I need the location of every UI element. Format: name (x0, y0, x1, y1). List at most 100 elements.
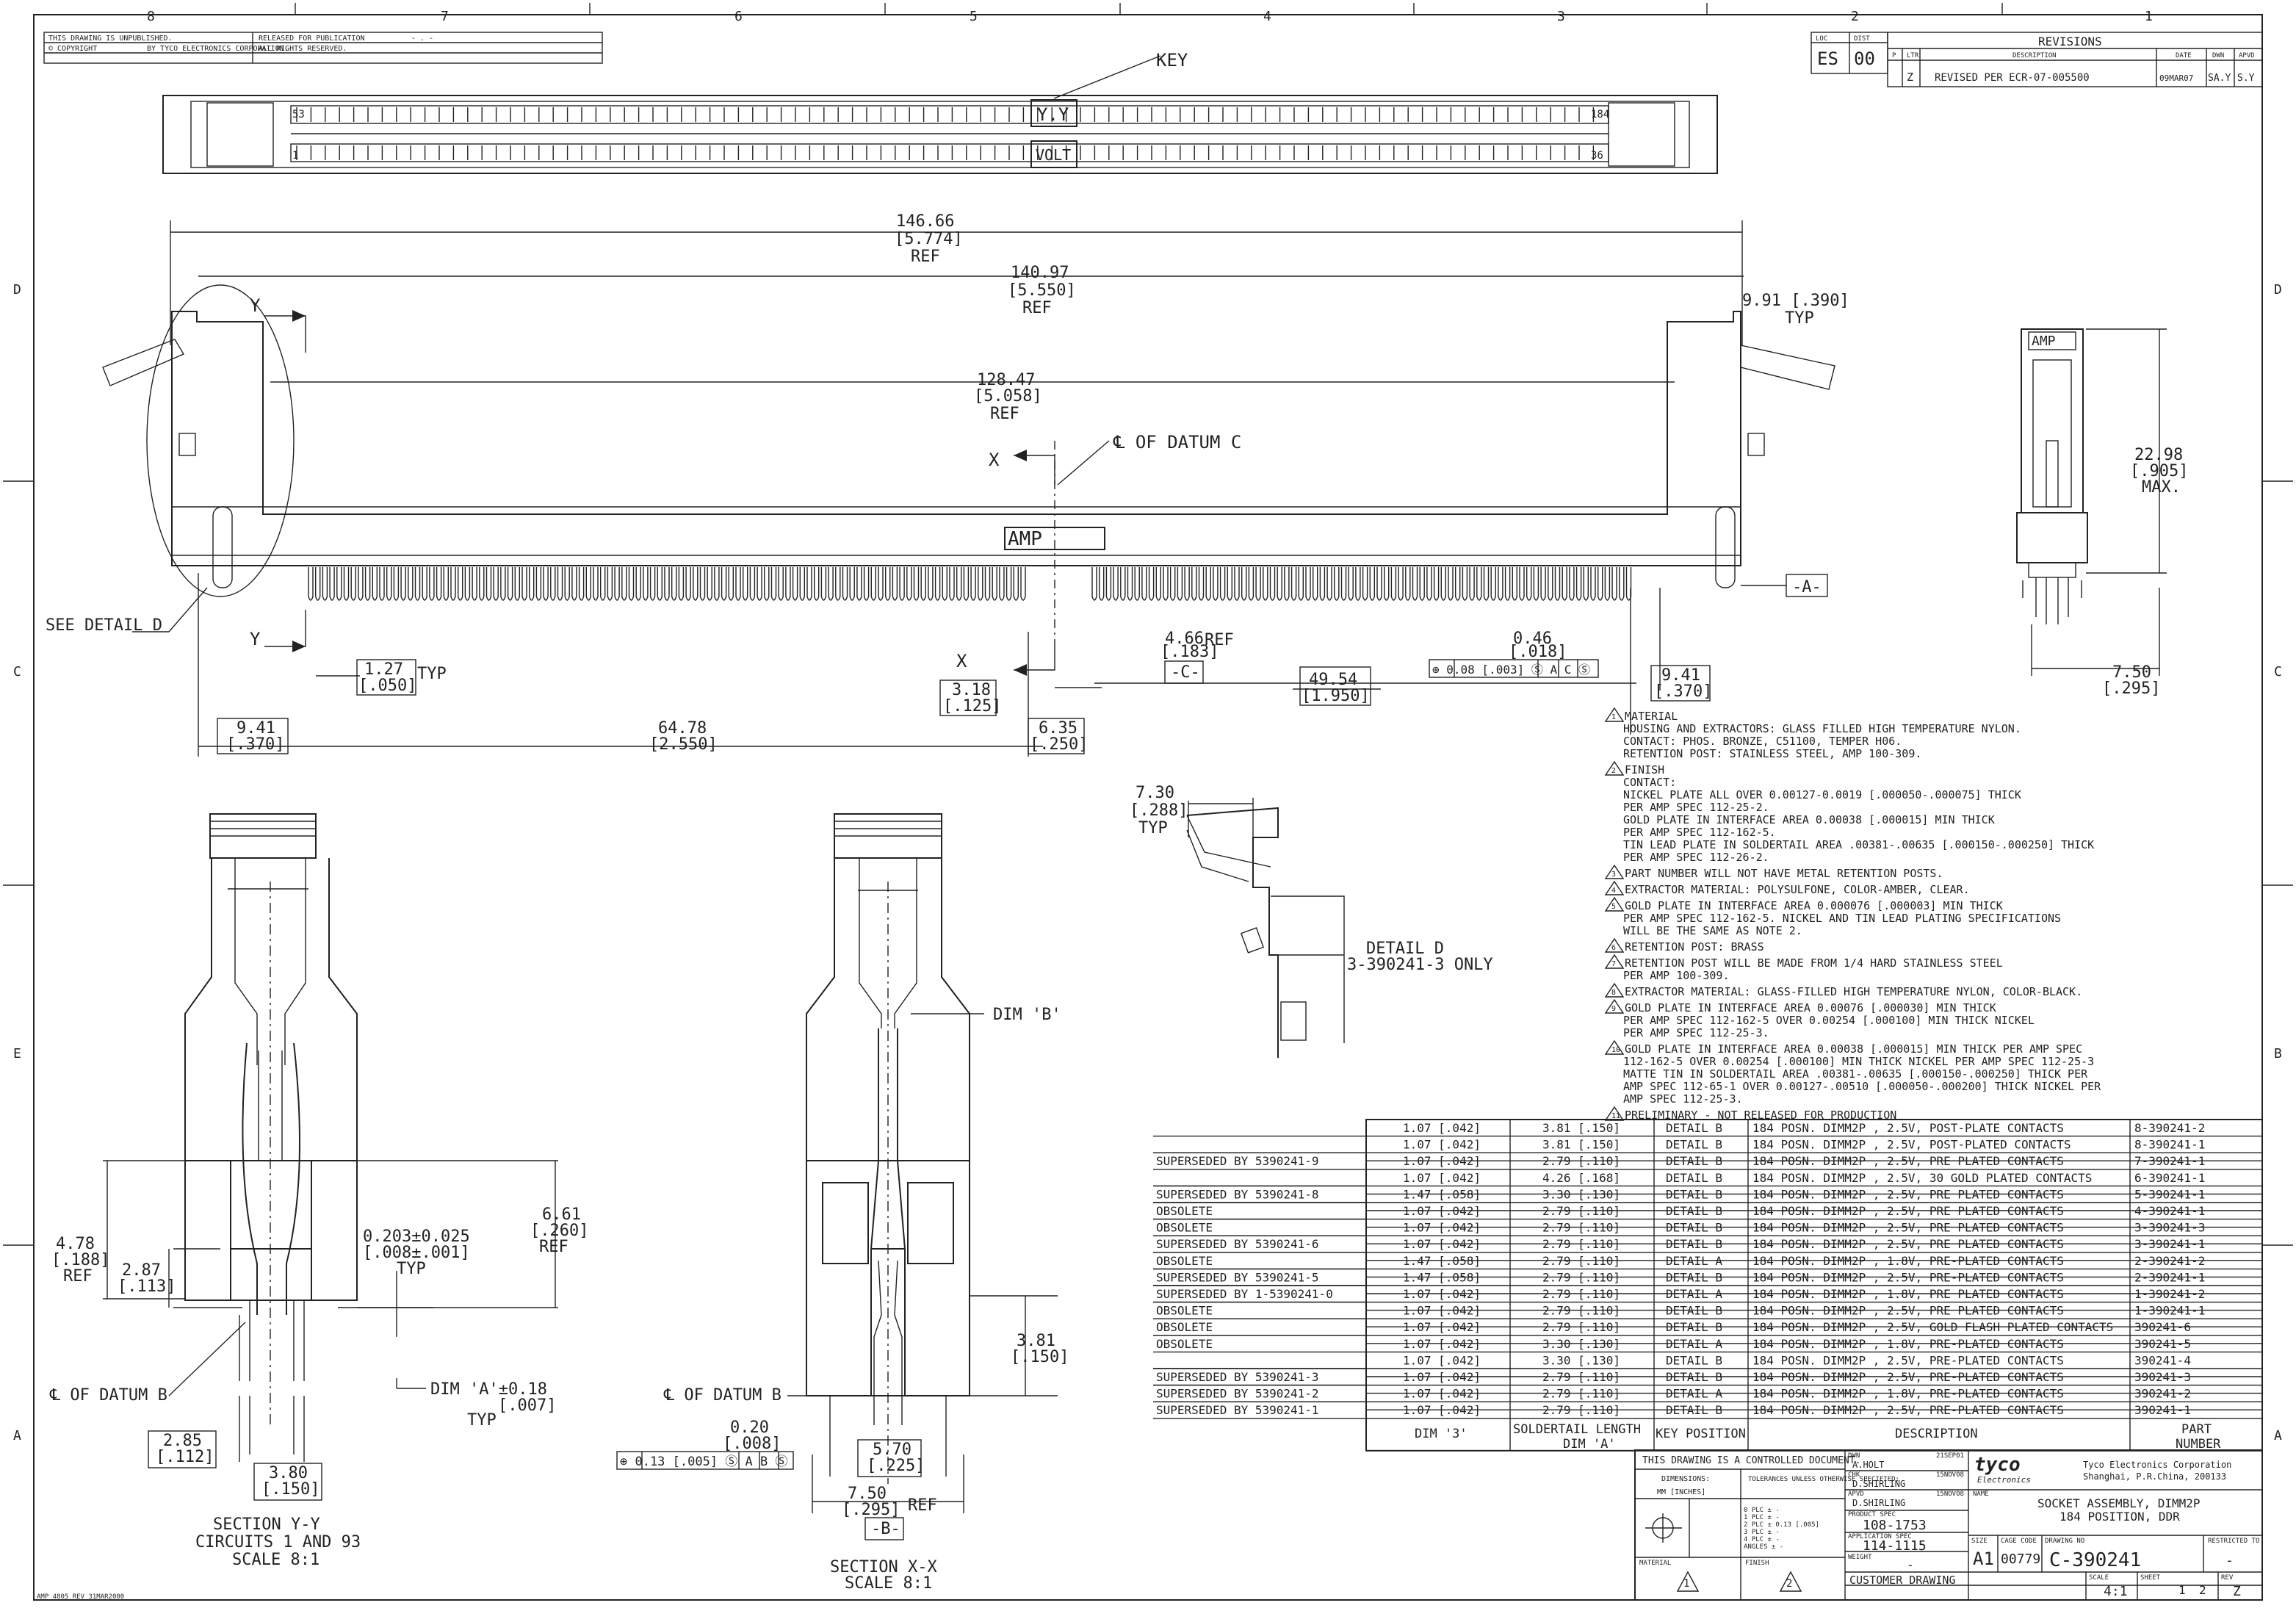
soldertail (1340, 567, 1347, 601)
soldertail (1526, 567, 1532, 601)
volt-label: VOLT (1036, 146, 1071, 164)
soldertail (743, 567, 748, 601)
table-header: DIM 'A' (1563, 1437, 1616, 1452)
released-text: RELEASED FOR PUBLICATION (259, 35, 365, 43)
revision-block: LOC DIST ES 00 REVISIONS P LTR DESCRIPTI… (1811, 32, 2263, 87)
svg-text:TYP: TYP (417, 665, 447, 683)
section-y-y-text: 4.78 [.188] REF 2.87 [.113] 0.203±0.025 … (49, 1205, 588, 1569)
svg-text:SCALE 8:1: SCALE 8:1 (232, 1551, 320, 1569)
connector-front-view: AMP (102, 220, 1835, 757)
soldertail (1384, 567, 1390, 601)
svg-text:APVD: APVD (1848, 1491, 1864, 1498)
svg-text:CAGE CODE: CAGE CODE (2001, 1538, 2037, 1545)
soldertail (1462, 567, 1468, 601)
note-line: NICKEL PLATE ALL OVER 0.00127-0.0019 [.0… (1623, 788, 2021, 801)
soldertail (820, 567, 827, 601)
soldertail (1290, 567, 1297, 601)
soldertail (1498, 567, 1503, 601)
note-line: MATTE TIN IN SOLDERTAIL AREA .00381-.006… (1623, 1067, 2088, 1081)
connector-side-view: AMP 22.98 [.905] MAX. 7.50 [.295] (2016, 328, 2188, 698)
col-label: 8 (147, 9, 155, 24)
soldertail (1006, 567, 1012, 601)
note-line: EXTRACTOR MATERIAL: POLYSULFONE, COLOR-A… (1625, 883, 1970, 896)
note-line: CONTACT: PHOS. BRONZE, C51100, TEMPER H0… (1623, 735, 1902, 748)
svg-text:[1.950]: [1.950] (1302, 687, 1370, 705)
soldertail (956, 567, 962, 601)
note-line: GOLD PLATE IN INTERFACE AREA 0.000076 [.… (1625, 899, 2003, 912)
table-dima: 3.30 [.130] (1542, 1353, 1620, 1367)
soldertail (1170, 567, 1176, 601)
note-flag-icon (1604, 896, 1625, 912)
note-line: GOLD PLATE IN INTERFACE AREA 0.00076 [.0… (1625, 1001, 1996, 1014)
svg-text:REV: REV (2221, 1574, 2234, 1582)
col-label: 1 (2145, 9, 2153, 24)
pin-1: 1 (292, 150, 298, 162)
svg-text:9.91 [.390]: 9.91 [.390] (1742, 292, 1849, 310)
svg-text:15NOV08: 15NOV08 (1936, 1491, 1964, 1498)
table-note: SUPERSEDED BY 1-5390241-0 (1156, 1287, 1333, 1301)
svg-text:[.050]: [.050] (358, 677, 416, 695)
soldertail (707, 567, 712, 601)
soldertail (1533, 567, 1539, 601)
soldertail (414, 567, 421, 601)
svg-text:[.183]: [.183] (1160, 643, 1219, 661)
svg-text:SCALE: SCALE (2089, 1574, 2109, 1582)
table-key: DETAIL B (1666, 1138, 1722, 1152)
soldertail (1440, 567, 1446, 601)
row-label: E (13, 1046, 21, 1061)
svg-text:DATE: DATE (2176, 52, 2192, 60)
table-note: SUPERSEDED BY 5390241-3 (1156, 1370, 1319, 1384)
soldertail (1512, 567, 1517, 601)
soldertail (643, 567, 649, 601)
table-note: OBSOLETE (1156, 1221, 1213, 1235)
table-header: DESCRIPTION (1895, 1427, 1978, 1441)
soldertail (1127, 567, 1133, 601)
svg-text:[.125]: [.125] (943, 697, 1001, 716)
note-number: 8 (1611, 989, 1616, 997)
svg-text:DIMENSIONS:: DIMENSIONS: (1661, 1475, 1710, 1483)
soldertail (1598, 567, 1603, 601)
controlled-doc-text: THIS DRAWING IS A CONTROLLED DOCUMENT. (1642, 1455, 1860, 1466)
section-y-title: SECTION Y-Y (213, 1515, 320, 1534)
note-line: 112-162-5 OVER 0.00254 [.000100] MIN THI… (1623, 1055, 2094, 1068)
soldertail (906, 567, 912, 601)
soldertail (878, 567, 884, 601)
svg-text:REF: REF (1205, 631, 1234, 649)
col-label: 2 (1851, 9, 1859, 24)
soldertail (507, 567, 513, 601)
soldertail (493, 567, 499, 601)
soldertail (1583, 567, 1589, 601)
svg-text:[.018]: [.018] (1509, 643, 1567, 661)
soldertail (920, 567, 926, 601)
svg-text:3.81: 3.81 (1017, 1332, 1055, 1350)
soldertail (970, 567, 976, 601)
unpublished-text: THIS DRAWING IS UNPUBLISHED. (48, 35, 173, 43)
svg-text:DIM 'A'±0.18: DIM 'A'±0.18 (430, 1380, 547, 1399)
soldertail (322, 567, 328, 601)
table-part-number: 390241-4 (2134, 1353, 2191, 1367)
soldertail (1113, 567, 1119, 601)
soldertail (379, 567, 385, 601)
svg-text:3.18: 3.18 (952, 681, 991, 699)
side-amp-logo: AMP (2032, 334, 2056, 349)
soldertail (1504, 567, 1511, 601)
row-label: A (2274, 1428, 2282, 1443)
soldertail (1426, 567, 1432, 601)
soldertail (1604, 567, 1611, 601)
soldertail (400, 567, 406, 601)
table-key: DETAIL B (1666, 1121, 1722, 1135)
row-label: A (13, 1428, 21, 1443)
note-number: 9 (1611, 1005, 1616, 1013)
table-dima: 3.81 [.150] (1542, 1138, 1620, 1152)
soldertail (315, 567, 321, 601)
table-note: SUPERSEDED BY 5390241-8 (1156, 1187, 1319, 1201)
soldertail (458, 567, 463, 601)
soldertail (649, 567, 656, 601)
svg-text:DWN: DWN (1848, 1452, 1860, 1460)
svg-text:[.150]: [.150] (1011, 1348, 1069, 1366)
detail-d-title: DETAIL D (1366, 940, 1444, 958)
soldertail (336, 567, 342, 601)
soldertail (1448, 567, 1454, 601)
soldertail (372, 567, 378, 601)
